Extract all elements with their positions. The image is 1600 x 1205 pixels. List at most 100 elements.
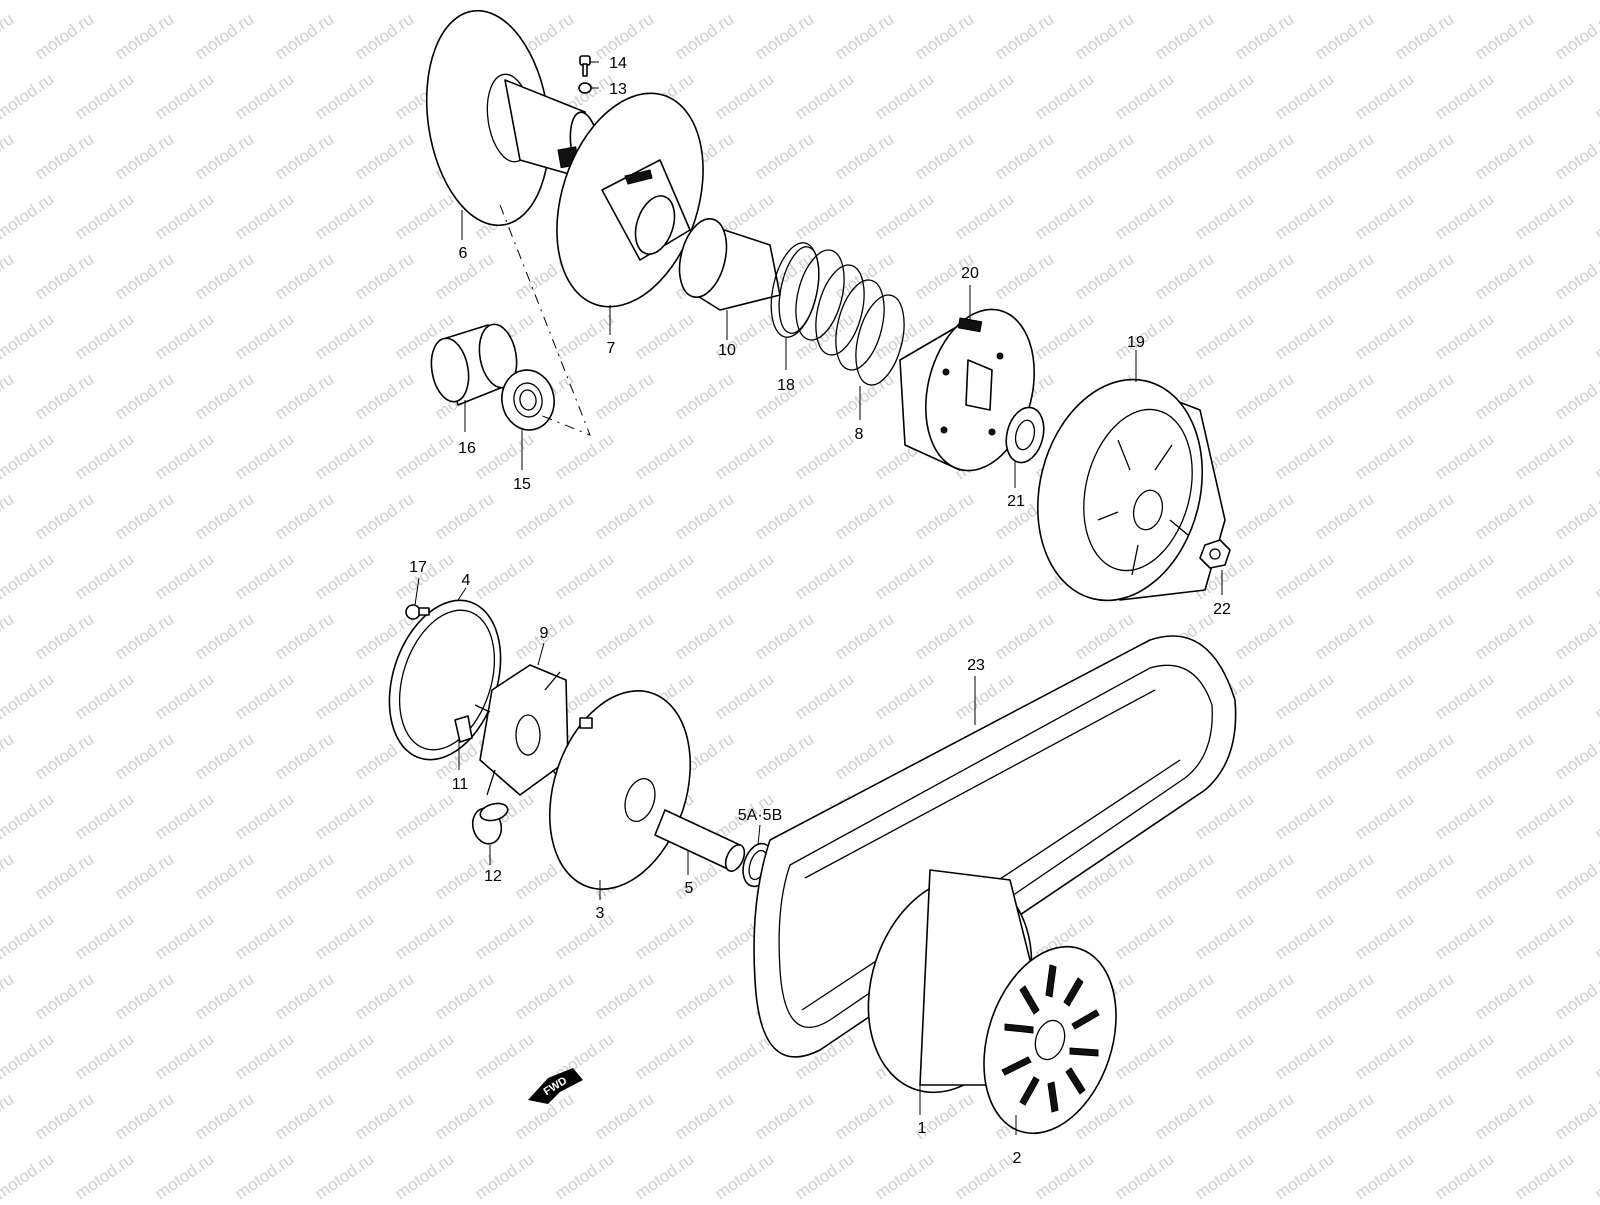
watermark-text: motod.ru <box>191 969 257 1023</box>
watermark-text: motod.ru <box>1431 0 1497 3</box>
watermark-text: motod.ru <box>1151 249 1217 303</box>
watermark-text: motod.ru <box>111 489 177 543</box>
watermark-text: motod.ru <box>1551 849 1600 903</box>
label-20: 20 <box>961 265 979 282</box>
watermark-text: motod.ru <box>111 369 177 423</box>
watermark-text: motod.ru <box>631 429 697 483</box>
label-21: 21 <box>1007 493 1025 510</box>
watermark-text: motod.ru <box>1351 549 1417 603</box>
watermark-text: motod.ru <box>0 669 57 723</box>
watermark-text: motod.ru <box>631 0 697 3</box>
watermark-text: motod.ru <box>871 669 937 723</box>
watermark-text: motod.ru <box>1231 1089 1297 1143</box>
watermark-text: motod.ru <box>1391 969 1457 1023</box>
watermark-text: motod.ru <box>1471 1089 1537 1143</box>
watermark-text: motod.ru <box>1151 129 1217 183</box>
watermark-text: motod.ru <box>1431 669 1497 723</box>
watermark-text: motod.ru <box>431 1089 497 1143</box>
label-10: 10 <box>718 342 736 359</box>
watermark-text: motod.ru <box>1431 429 1497 483</box>
part-21-nut <box>1005 406 1045 464</box>
watermark-text: motod.ru <box>351 369 417 423</box>
watermark-text: motod.ru <box>311 1149 377 1200</box>
watermark-text: motod.ru <box>391 0 457 3</box>
watermark-text: motod.ru <box>351 849 417 903</box>
part-17-screw <box>405 604 430 620</box>
watermark-text: motod.ru <box>1511 669 1577 723</box>
watermark-text: motod.ru <box>791 189 857 243</box>
watermark-text: motod.ru <box>1511 1149 1577 1200</box>
label-15: 15 <box>513 476 531 493</box>
watermark-text: motod.ru <box>191 369 257 423</box>
watermark-text: motod.ru <box>391 549 457 603</box>
watermark-text: motod.ru <box>1191 789 1257 843</box>
part-2-drive-fan <box>983 945 1117 1135</box>
watermark-text: motod.ru <box>1271 549 1337 603</box>
watermark-text: motod.ru <box>111 129 177 183</box>
watermark-text: motod.ru <box>631 1149 697 1200</box>
watermark-text: motod.ru <box>671 609 737 663</box>
watermark-text: motod.ru <box>871 549 937 603</box>
watermark-text: motod.ru <box>951 549 1017 603</box>
watermark-text: motod.ru <box>311 909 377 963</box>
label-14: 14 <box>609 55 627 72</box>
watermark-text: motod.ru <box>1111 1029 1177 1083</box>
watermark-text: motod.ru <box>751 489 817 543</box>
part-5-drive-spacer <box>654 809 746 872</box>
watermark-text: motod.ru <box>871 69 937 123</box>
watermark-text: motod.ru <box>671 369 737 423</box>
watermark-text: motod.ru <box>1351 1029 1417 1083</box>
watermark-text: motod.ru <box>0 969 17 1023</box>
watermark-text: motod.ru <box>1551 969 1600 1023</box>
watermark-text: motod.ru <box>1151 849 1217 903</box>
watermark-text: motod.ru <box>1591 789 1600 843</box>
watermark-text: motod.ru <box>631 549 697 603</box>
watermark-text: motod.ru <box>311 0 377 3</box>
watermark-text: motod.ru <box>1511 1029 1577 1083</box>
watermark-text: motod.ru <box>191 849 257 903</box>
watermark-text: motod.ru <box>1431 1149 1497 1200</box>
watermark-text: motod.ru <box>1471 9 1537 63</box>
watermark-text: motod.ru <box>71 429 137 483</box>
watermark-text: motod.ru <box>1191 1029 1257 1083</box>
watermark-text: motod.ru <box>231 0 297 3</box>
watermark-text: motod.ru <box>551 909 617 963</box>
part-11-slide-piece <box>454 715 473 743</box>
watermark-text: motod.ru <box>271 969 337 1023</box>
leader-lines <box>414 61 1223 1135</box>
watermark-text: motod.ru <box>1471 489 1537 543</box>
watermark-text: motod.ru <box>1511 189 1577 243</box>
watermark-text: motod.ru <box>791 549 857 603</box>
watermark-text: motod.ru <box>1271 429 1337 483</box>
watermark-text: motod.ru <box>0 609 17 663</box>
watermark-text: motod.ru <box>311 1029 377 1083</box>
watermark-text: motod.ru <box>591 489 657 543</box>
watermark-text: motod.ru <box>1231 969 1297 1023</box>
watermark-text: motod.ru <box>1271 69 1337 123</box>
watermark-text: motod.ru <box>1471 969 1537 1023</box>
watermark-text: motod.ru <box>191 249 257 303</box>
watermark-text: motod.ru <box>31 129 97 183</box>
part-15-ball-bearing <box>501 369 555 431</box>
watermark-text: motod.ru <box>1191 189 1257 243</box>
watermark-text: motod.ru <box>591 969 657 1023</box>
watermark-text: motod.ru <box>0 0 57 3</box>
watermark-text: motod.ru <box>1391 729 1457 783</box>
watermark-text: motod.ru <box>0 429 57 483</box>
label-18: 18 <box>777 377 795 394</box>
watermark-text: motod.ru <box>351 249 417 303</box>
watermark-text: motod.ru <box>1191 1149 1257 1200</box>
watermark-text: motod.ru <box>31 249 97 303</box>
watermark-text: motod.ru <box>1071 9 1137 63</box>
watermark-text: motod.ru <box>1551 729 1600 783</box>
watermark-text: motod.ru <box>71 669 137 723</box>
watermark-text: motod.ru <box>1511 909 1577 963</box>
watermark-text: motod.ru <box>1271 1029 1337 1083</box>
watermark-text: motod.ru <box>231 669 297 723</box>
watermark-text: motod.ru <box>1351 189 1417 243</box>
watermark-text: motod.ru <box>1231 849 1297 903</box>
watermark-text: motod.ru <box>1271 789 1337 843</box>
watermark-text: motod.ru <box>1231 609 1297 663</box>
watermark-text: motod.ru <box>0 189 57 243</box>
watermark-text: motod.ru <box>791 429 857 483</box>
